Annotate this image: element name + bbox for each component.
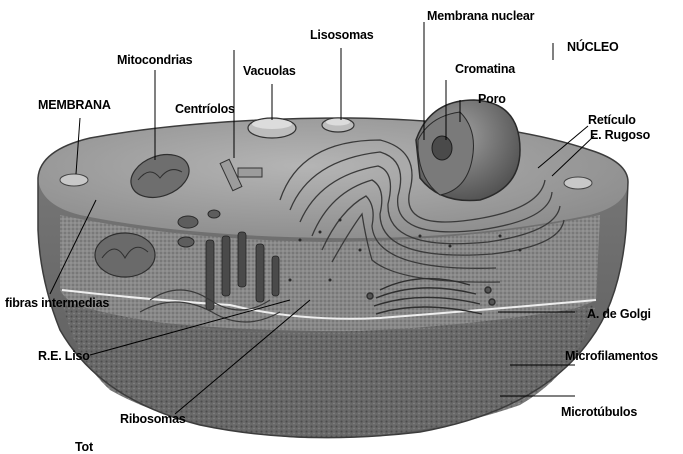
label-cut-text: Tot <box>75 440 93 454</box>
label-lisosomas: Lisosomas <box>310 28 374 42</box>
label-centriolos: Centríolos <box>175 102 235 116</box>
cell-body <box>38 118 628 438</box>
label-membrana: MEMBRANA <box>38 98 111 112</box>
label-mitocondrias: Mitocondrias <box>117 53 192 67</box>
membrane-pit-right <box>564 177 592 189</box>
label-golgi: A. de Golgi <box>587 307 651 321</box>
nucleus <box>416 100 520 201</box>
label-ribosomas: Ribosomas <box>120 412 186 426</box>
label-microtubulos: Microtúbulos <box>561 405 637 419</box>
label-membrana-nuclear: Membrana nuclear <box>427 9 534 23</box>
label-vacuolas: Vacuolas <box>243 64 296 78</box>
label-reticulo: Retículo <box>588 113 636 127</box>
label-microfilamentos: Microfilamentos <box>565 349 658 363</box>
label-nucleo: NÚCLEO <box>567 40 619 54</box>
label-cromatina: Cromatina <box>455 62 515 76</box>
label-e-rugoso: E. Rugoso <box>590 128 650 142</box>
label-fibras-intermedias: fibras intermedias <box>5 296 109 310</box>
label-re-liso: R.E. Liso <box>38 349 90 363</box>
label-poro: Poro <box>478 92 506 106</box>
membrane-pit-left <box>60 174 88 186</box>
